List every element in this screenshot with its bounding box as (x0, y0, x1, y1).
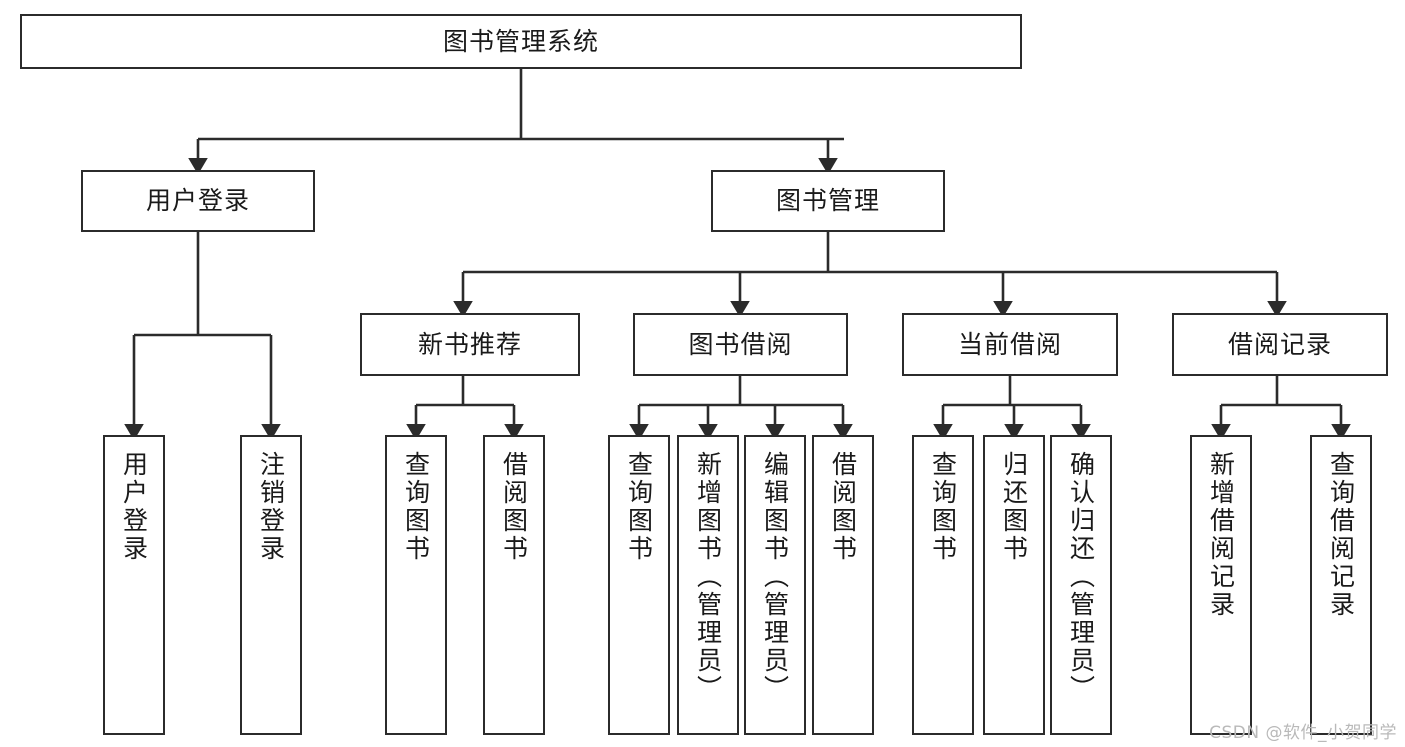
leaf-add-loan-record[interactable]: 新增借阅记录 (1190, 435, 1252, 735)
node-label: 图书借阅 (688, 329, 793, 359)
node-label: 借阅图书 (828, 451, 858, 563)
node-label: 新增图书（管理员） (693, 451, 723, 703)
node-label: 确认归还（管理员） (1066, 451, 1096, 703)
node-label: 归还图书 (999, 451, 1029, 563)
node-label: 图书管理系统 (442, 26, 599, 56)
node-label: 新书推荐 (417, 329, 522, 359)
node-label: 查询借阅记录 (1326, 451, 1356, 619)
node-label: 查询图书 (928, 451, 958, 563)
node-book-borrow[interactable]: 图书借阅 (633, 313, 848, 376)
leaf-user-login[interactable]: 用户登录 (103, 435, 165, 735)
leaf-add-book-admin[interactable]: 新增图书（管理员） (677, 435, 739, 735)
node-label: 借阅记录 (1227, 329, 1332, 359)
leaf-query-book-borrow[interactable]: 查询图书 (608, 435, 670, 735)
node-book-manage-module[interactable]: 图书管理 (711, 170, 945, 232)
node-label: 图书管理 (775, 186, 880, 216)
node-label: 用户登录 (119, 451, 149, 563)
node-user-login-module[interactable]: 用户登录 (81, 170, 315, 232)
node-label: 用户登录 (145, 186, 250, 216)
leaf-edit-book-admin[interactable]: 编辑图书（管理员） (744, 435, 806, 735)
node-label: 编辑图书（管理员） (760, 451, 790, 703)
node-loan-record[interactable]: 借阅记录 (1172, 313, 1388, 376)
node-root-system[interactable]: 图书管理系统 (20, 14, 1022, 69)
leaf-query-book-recommend[interactable]: 查询图书 (385, 435, 447, 735)
node-label: 查询图书 (401, 451, 431, 563)
node-current-loan[interactable]: 当前借阅 (902, 313, 1118, 376)
node-label: 当前借阅 (957, 329, 1062, 359)
leaf-borrow-book-recommend[interactable]: 借阅图书 (483, 435, 545, 735)
leaf-confirm-return-admin[interactable]: 确认归还（管理员） (1050, 435, 1112, 735)
node-label: 新增借阅记录 (1206, 451, 1236, 619)
leaf-return-book[interactable]: 归还图书 (983, 435, 1045, 735)
leaf-user-logout[interactable]: 注销登录 (240, 435, 302, 735)
node-label: 借阅图书 (499, 451, 529, 563)
node-label: 注销登录 (256, 451, 286, 563)
leaf-query-book-current[interactable]: 查询图书 (912, 435, 974, 735)
node-label: 查询图书 (624, 451, 654, 563)
node-new-book-recommend[interactable]: 新书推荐 (360, 313, 580, 376)
csdn-watermark: CSDN @软件_小贺同学 (1209, 723, 1397, 743)
leaf-query-loan-record[interactable]: 查询借阅记录 (1310, 435, 1372, 735)
leaf-borrow-book[interactable]: 借阅图书 (812, 435, 874, 735)
